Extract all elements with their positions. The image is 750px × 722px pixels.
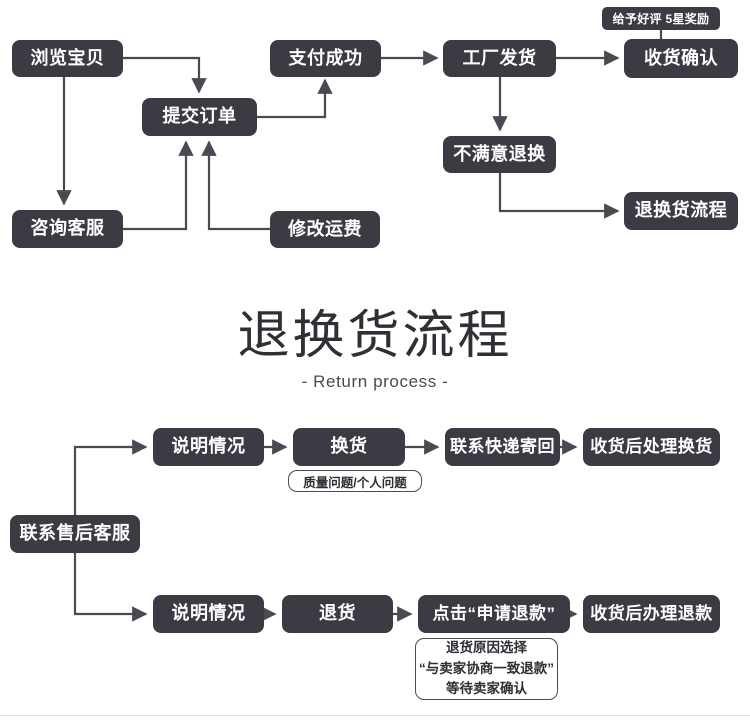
- node-contact-courier-send-back[interactable]: 联系快递寄回: [445, 428, 560, 466]
- node-unsatisfied-return-exchange[interactable]: 不满意退换: [443, 136, 556, 173]
- node-exchange-explain-situation[interactable]: 说明情况: [153, 428, 264, 466]
- node-consult-customer-service[interactable]: 咨询客服: [12, 210, 123, 248]
- bottom-divider: [0, 715, 750, 716]
- node-modify-shipping-fee[interactable]: 修改运费: [270, 211, 380, 248]
- note-line-3: 等待卖家确认: [446, 681, 527, 697]
- wire-entry-to-refund-explain: [73, 553, 148, 622]
- note-line-1: 退货原因选择: [446, 639, 527, 655]
- wire-consult-to-submit: [123, 140, 194, 231]
- wire-entry-to-exchange-explain: [73, 439, 148, 515]
- node-confirm-receipt[interactable]: 收货确认: [624, 39, 738, 78]
- node-browse-item[interactable]: 浏览宝贝: [12, 40, 123, 77]
- node-refund-explain-situation[interactable]: 说明情况: [153, 595, 264, 633]
- wire-browse-to-submit: [123, 56, 207, 94]
- badge-good-review-reward[interactable]: 给予好评 5星奖励: [602, 7, 720, 30]
- note-line-2: “与卖家协商一致退款”: [419, 660, 554, 676]
- section-subtitle: - Return process -: [301, 372, 449, 391]
- wire-submit-to-pay: [257, 78, 333, 119]
- note-refund-reason-instructions: 退货原因选择 “与卖家协商一致退款” 等待卖家确认: [415, 638, 558, 700]
- node-contact-after-sales[interactable]: 联系售后客服: [10, 515, 140, 553]
- node-click-apply-refund[interactable]: 点击“申请退款”: [418, 595, 570, 633]
- section-heading: 退换货流程 - Return process -: [0, 310, 750, 392]
- node-payment-success[interactable]: 支付成功: [270, 40, 381, 77]
- wire-shipping-to-submit: [201, 140, 270, 231]
- section-title: 退换货流程: [237, 307, 513, 365]
- node-handle-refund-after-receipt[interactable]: 收货后办理退款: [583, 595, 720, 633]
- node-handle-exchange-after-receipt[interactable]: 收货后处理换货: [583, 428, 720, 466]
- node-return-process-link[interactable]: 退换货流程: [624, 192, 738, 230]
- pill-quality-or-personal-issue: 质量问题/个人问题: [288, 470, 422, 492]
- node-factory-shipment[interactable]: 工厂发货: [443, 40, 556, 77]
- node-submit-order[interactable]: 提交订单: [142, 98, 257, 136]
- node-return-goods[interactable]: 退货: [282, 595, 393, 633]
- wire-unsatisfied-to-returnprocess: [498, 173, 620, 219]
- node-exchange-goods[interactable]: 换货: [293, 428, 405, 466]
